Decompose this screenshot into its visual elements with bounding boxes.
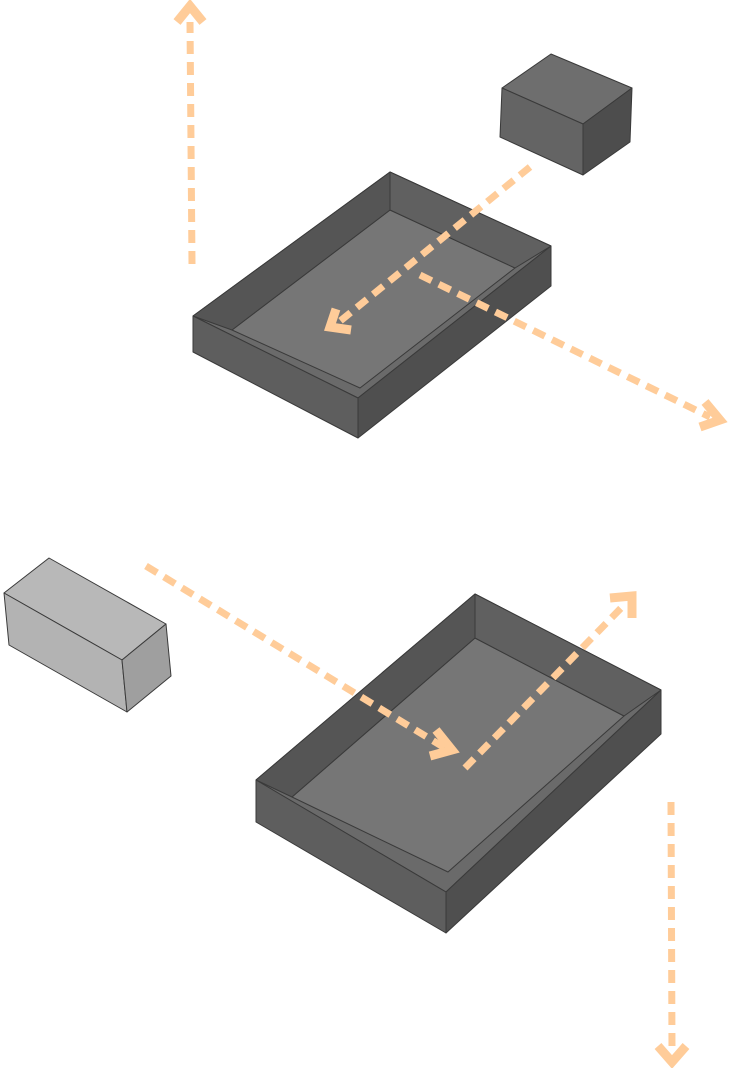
dark-cube bbox=[499, 53, 633, 176]
tray-bottom bbox=[255, 593, 662, 934]
tray-top bbox=[192, 171, 552, 439]
top-scene bbox=[173, 0, 728, 439]
arrow-up-right-bottom bbox=[462, 591, 637, 771]
light-block bbox=[3, 557, 172, 713]
arrow-into-tray-bottom bbox=[144, 563, 460, 761]
bottom-scene bbox=[3, 557, 690, 1068]
arrow-down-bottom-right bbox=[654, 801, 690, 1068]
arrow-into-tray-top bbox=[324, 164, 533, 335]
arrow-out-right-top bbox=[418, 271, 728, 432]
arrow-up-top-left bbox=[173, 0, 207, 265]
